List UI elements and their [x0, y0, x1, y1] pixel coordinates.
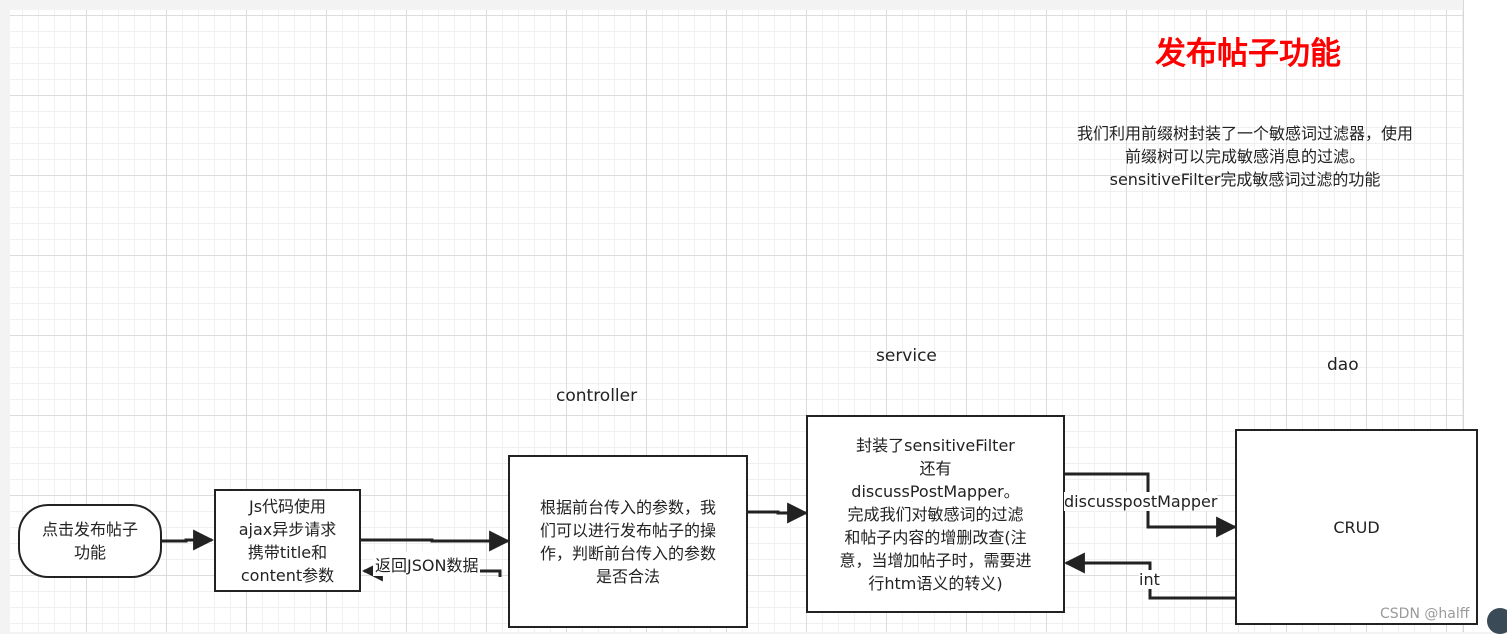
node-js-line: Js代码使用 — [248, 496, 327, 516]
node-service-line: 行htm语义的转义) — [868, 573, 1003, 593]
node-start: 点击发布帖子 功能 — [18, 504, 162, 578]
node-controller-line: 们可以进行发布帖子的操 — [539, 520, 716, 540]
node-js-ajax: Js代码使用 ajax异步请求 携带title和 content参数 — [214, 489, 361, 592]
watermark: CSDN @halff — [1380, 606, 1470, 622]
node-service-line: 意，当增加帖子时，需要进 — [839, 550, 1032, 570]
edge-label-mapper: discusspostMapper — [1064, 492, 1218, 511]
filter-note: 我们利用前缀树封装了一个敏感词过滤器，使用 前缀树可以完成敏感消息的过滤。 se… — [1040, 122, 1450, 191]
node-service-line: 完成我们对敏感词的过滤 — [847, 504, 1024, 524]
node-controller-line: 作，判断前台传入的参数 — [539, 543, 716, 563]
node-service: 封装了sensitiveFilter 还有 discussPostMapper。… — [806, 415, 1065, 613]
diagram-title: 发布帖子功能 — [1155, 36, 1341, 72]
node-js-line: ajax异步请求 — [238, 519, 337, 539]
edge-label-return-json: 返回JSON数据 — [373, 552, 481, 576]
node-dao-label: CRUD — [1333, 517, 1380, 537]
node-controller: 根据前台传入的参数，我 们可以进行发布帖子的操 作，判断前台传入的参数 是否合法 — [508, 455, 748, 628]
corner-dot — [1487, 608, 1507, 634]
node-service-line: 还有 — [919, 458, 952, 478]
node-start-line: 功能 — [73, 543, 106, 562]
filter-note-line-2: 前缀树可以完成敏感消息的过滤。 — [1124, 147, 1365, 166]
node-js-line: content参数 — [240, 565, 335, 585]
edge-label-int: int — [1139, 570, 1160, 589]
node-service-line: discussPostMapper。 — [851, 481, 1020, 501]
layer-label-controller: controller — [556, 386, 638, 406]
filter-note-line-3: sensitiveFilter完成敏感词过滤的功能 — [1109, 170, 1381, 189]
node-controller-line: 是否合法 — [595, 566, 660, 586]
node-service-line: 封装了sensitiveFilter — [856, 435, 1015, 455]
layer-label-dao: dao — [1327, 355, 1359, 375]
filter-note-line-1: 我们利用前缀树封装了一个敏感词过滤器，使用 — [1076, 124, 1413, 143]
node-controller-line: 根据前台传入的参数，我 — [539, 497, 716, 517]
layer-label-service: service — [876, 346, 937, 366]
node-service-line: 和帖子内容的增删改查(注 — [844, 527, 1027, 547]
node-dao-crud: CRUD — [1235, 429, 1478, 625]
node-start-line: 点击发布帖子 — [41, 520, 138, 539]
node-js-line: 携带title和 — [247, 542, 328, 562]
